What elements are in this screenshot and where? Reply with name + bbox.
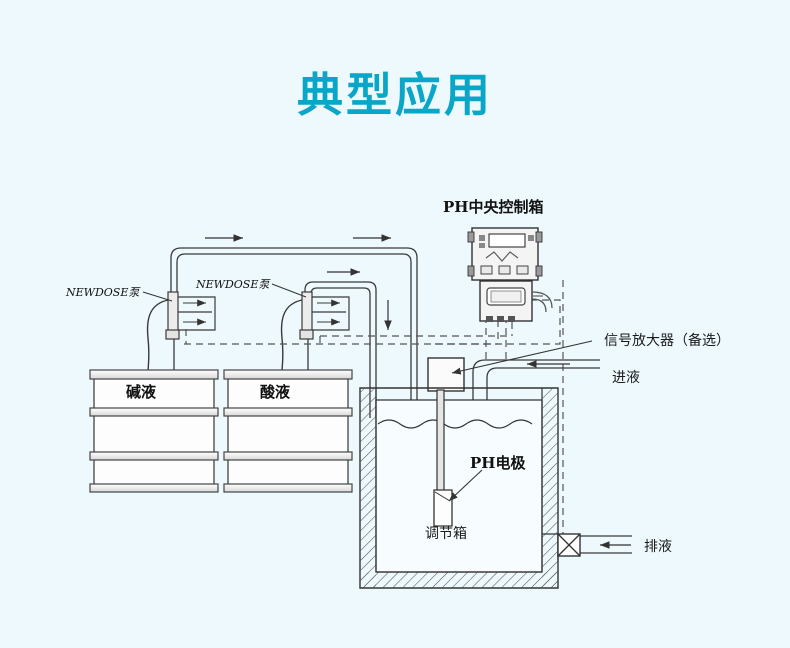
pump-right (280, 291, 350, 373)
drum-alkali (89, 369, 219, 493)
leader-line-icon-pump-right (271, 283, 307, 298)
leader-line-icon-amplifier (451, 340, 593, 375)
leader-line-icon-pump-left (142, 291, 173, 302)
signal-wiring (184, 280, 564, 545)
label-inlet: 进液 (612, 370, 640, 386)
leader-line-icon-electrode (448, 469, 483, 502)
label-signal-amplifier: 信号放大器（备选） (604, 332, 730, 349)
controller-display-icon (488, 233, 526, 248)
label-drum-acid: 酸液 (260, 383, 291, 401)
page-title: 典型应用 (297, 68, 493, 122)
label-adjust-tank: 调节箱 (425, 526, 467, 542)
label-pump-left: NEWDOSE泵 (65, 286, 141, 299)
flow-arrow-icon-group (205, 234, 392, 330)
pump-left (146, 291, 216, 373)
label-ph-electrode: PH电极 (470, 454, 526, 472)
signal-amplifier-box[interactable] (427, 357, 465, 392)
label-outlet: 排液 (644, 539, 672, 555)
valve-icon[interactable] (557, 533, 581, 557)
label-pump-right: NEWDOSE泵 (195, 278, 271, 291)
ph-central-control-box[interactable] (467, 227, 553, 322)
label-drum-alkali: 碱液 (126, 383, 157, 401)
inlet-pipe (472, 359, 600, 412)
drum-acid (223, 369, 353, 493)
label-control-box: PH中央控制箱 (443, 198, 543, 216)
ph-electrode-icon (433, 389, 453, 527)
water-level-icon (377, 419, 533, 429)
adjust-tank (359, 387, 559, 589)
